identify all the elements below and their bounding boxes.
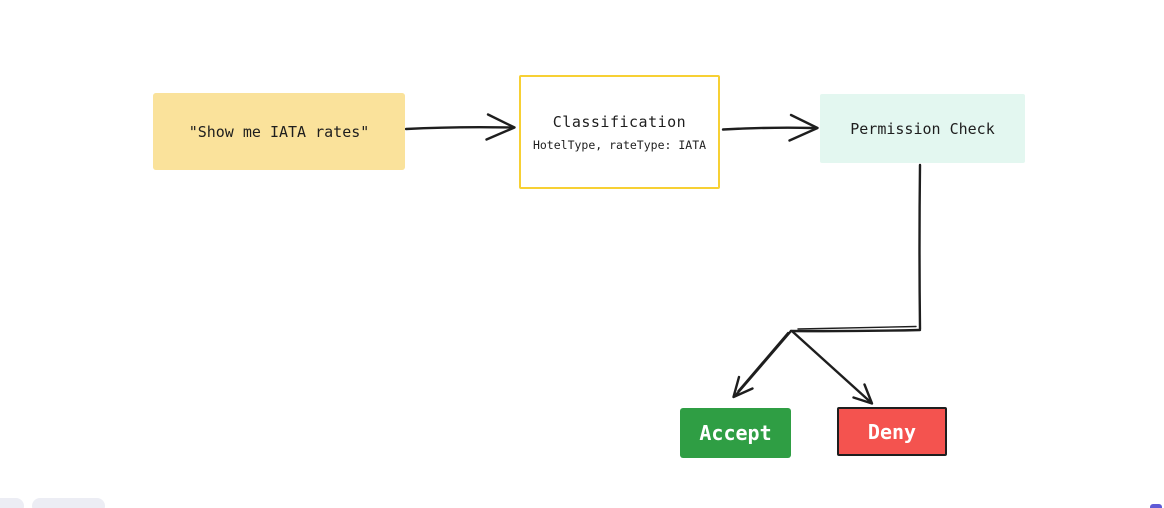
node-user-query-label: "Show me IATA rates" (188, 122, 370, 141)
node-deny-label: Deny (867, 419, 917, 444)
arrow-branch-to-accept[interactable] (732, 329, 793, 399)
arrow-query-to-classification[interactable] (404, 113, 516, 141)
arrow-branch-to-deny[interactable] (791, 330, 874, 405)
bottom-left-toolbar-island-large[interactable] (32, 498, 105, 508)
node-permission-check[interactable]: Permission Check (820, 94, 1025, 163)
node-user-query[interactable]: "Show me IATA rates" (153, 93, 405, 170)
arrow-classification-to-permission[interactable] (721, 113, 819, 142)
bottom-left-toolbar-island-small[interactable] (0, 498, 24, 508)
bottom-right-corner-widget[interactable] (1150, 504, 1162, 508)
connector-permission-to-branch[interactable] (789, 163, 922, 333)
node-accept[interactable]: Accept (680, 408, 791, 458)
node-classification-subtitle: HotelType, rateType: IATA (532, 137, 707, 152)
node-accept-label: Accept (699, 421, 772, 445)
node-deny[interactable]: Deny (837, 407, 947, 456)
node-classification-title: Classification (552, 112, 687, 131)
node-permission-check-label: Permission Check (850, 119, 995, 138)
node-classification[interactable]: Classification HotelType, rateType: IATA (519, 75, 720, 189)
